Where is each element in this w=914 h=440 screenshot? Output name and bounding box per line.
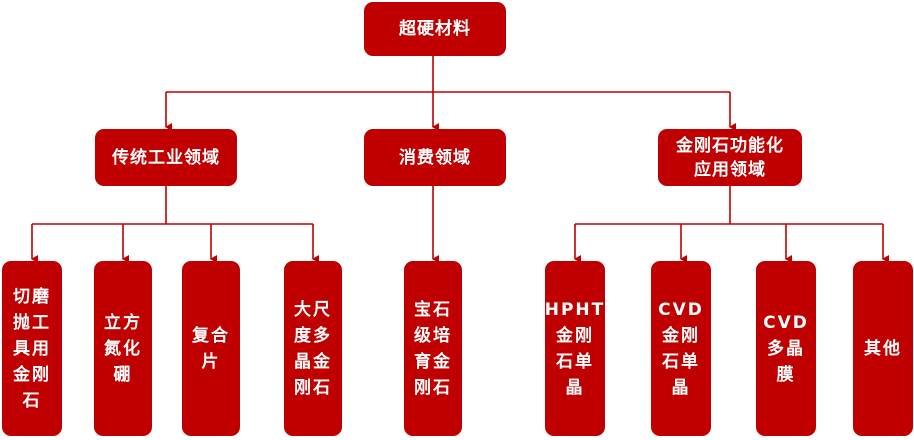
leaf-f2-label: CVD 金刚 石单 晶 — [658, 299, 704, 398]
leaf-hpht-single-crystal: HPHT 金刚 石单 晶 — [545, 261, 605, 436]
leaf-gem-grade-lab-diamond: 宝石 级培 育金 刚石 — [404, 261, 462, 436]
root-label: 超硬材料 — [399, 19, 471, 39]
root-node: 超硬材料 — [364, 2, 506, 56]
leaf-composite-sheet: 复合 片 — [182, 261, 240, 436]
leaf-f4-label: 其他 — [864, 338, 902, 359]
leaf-t2-label: 立方 氮化 硼 — [104, 312, 142, 385]
leaf-c1-label: 宝石 级培 育金 刚石 — [414, 299, 452, 398]
leaf-t4-label: 大尺 度多 晶金 刚石 — [294, 299, 332, 398]
leaf-t3-label: 复合 片 — [192, 325, 230, 372]
leaf-cutting-grinding-diamond: 切磨 抛工 具用 金刚 石 — [2, 261, 62, 436]
category-functional-label: 金刚石功能化 应用领域 — [676, 135, 784, 180]
category-consumer: 消费领域 — [364, 129, 506, 186]
leaf-other: 其他 — [853, 261, 913, 436]
category-consumer-label: 消费领域 — [399, 147, 471, 168]
category-traditional-label: 传统工业领域 — [112, 147, 220, 168]
leaf-cubic-boron-nitride: 立方 氮化 硼 — [94, 261, 152, 436]
leaf-large-polycrystalline-diamond: 大尺 度多 晶金 刚石 — [284, 261, 342, 436]
leaf-t1-label: 切磨 抛工 具用 金刚 石 — [13, 286, 51, 411]
category-traditional-industry: 传统工业领域 — [95, 129, 237, 186]
leaf-f3-label: CVD 多晶 膜 — [763, 312, 809, 385]
leaf-cvd-polycrystalline-film: CVD 多晶 膜 — [756, 261, 816, 436]
leaf-f1-label: HPHT 金刚 石单 晶 — [544, 299, 606, 398]
category-diamond-functional: 金刚石功能化 应用领域 — [658, 129, 802, 186]
leaf-cvd-single-crystal: CVD 金刚 石单 晶 — [651, 261, 711, 436]
